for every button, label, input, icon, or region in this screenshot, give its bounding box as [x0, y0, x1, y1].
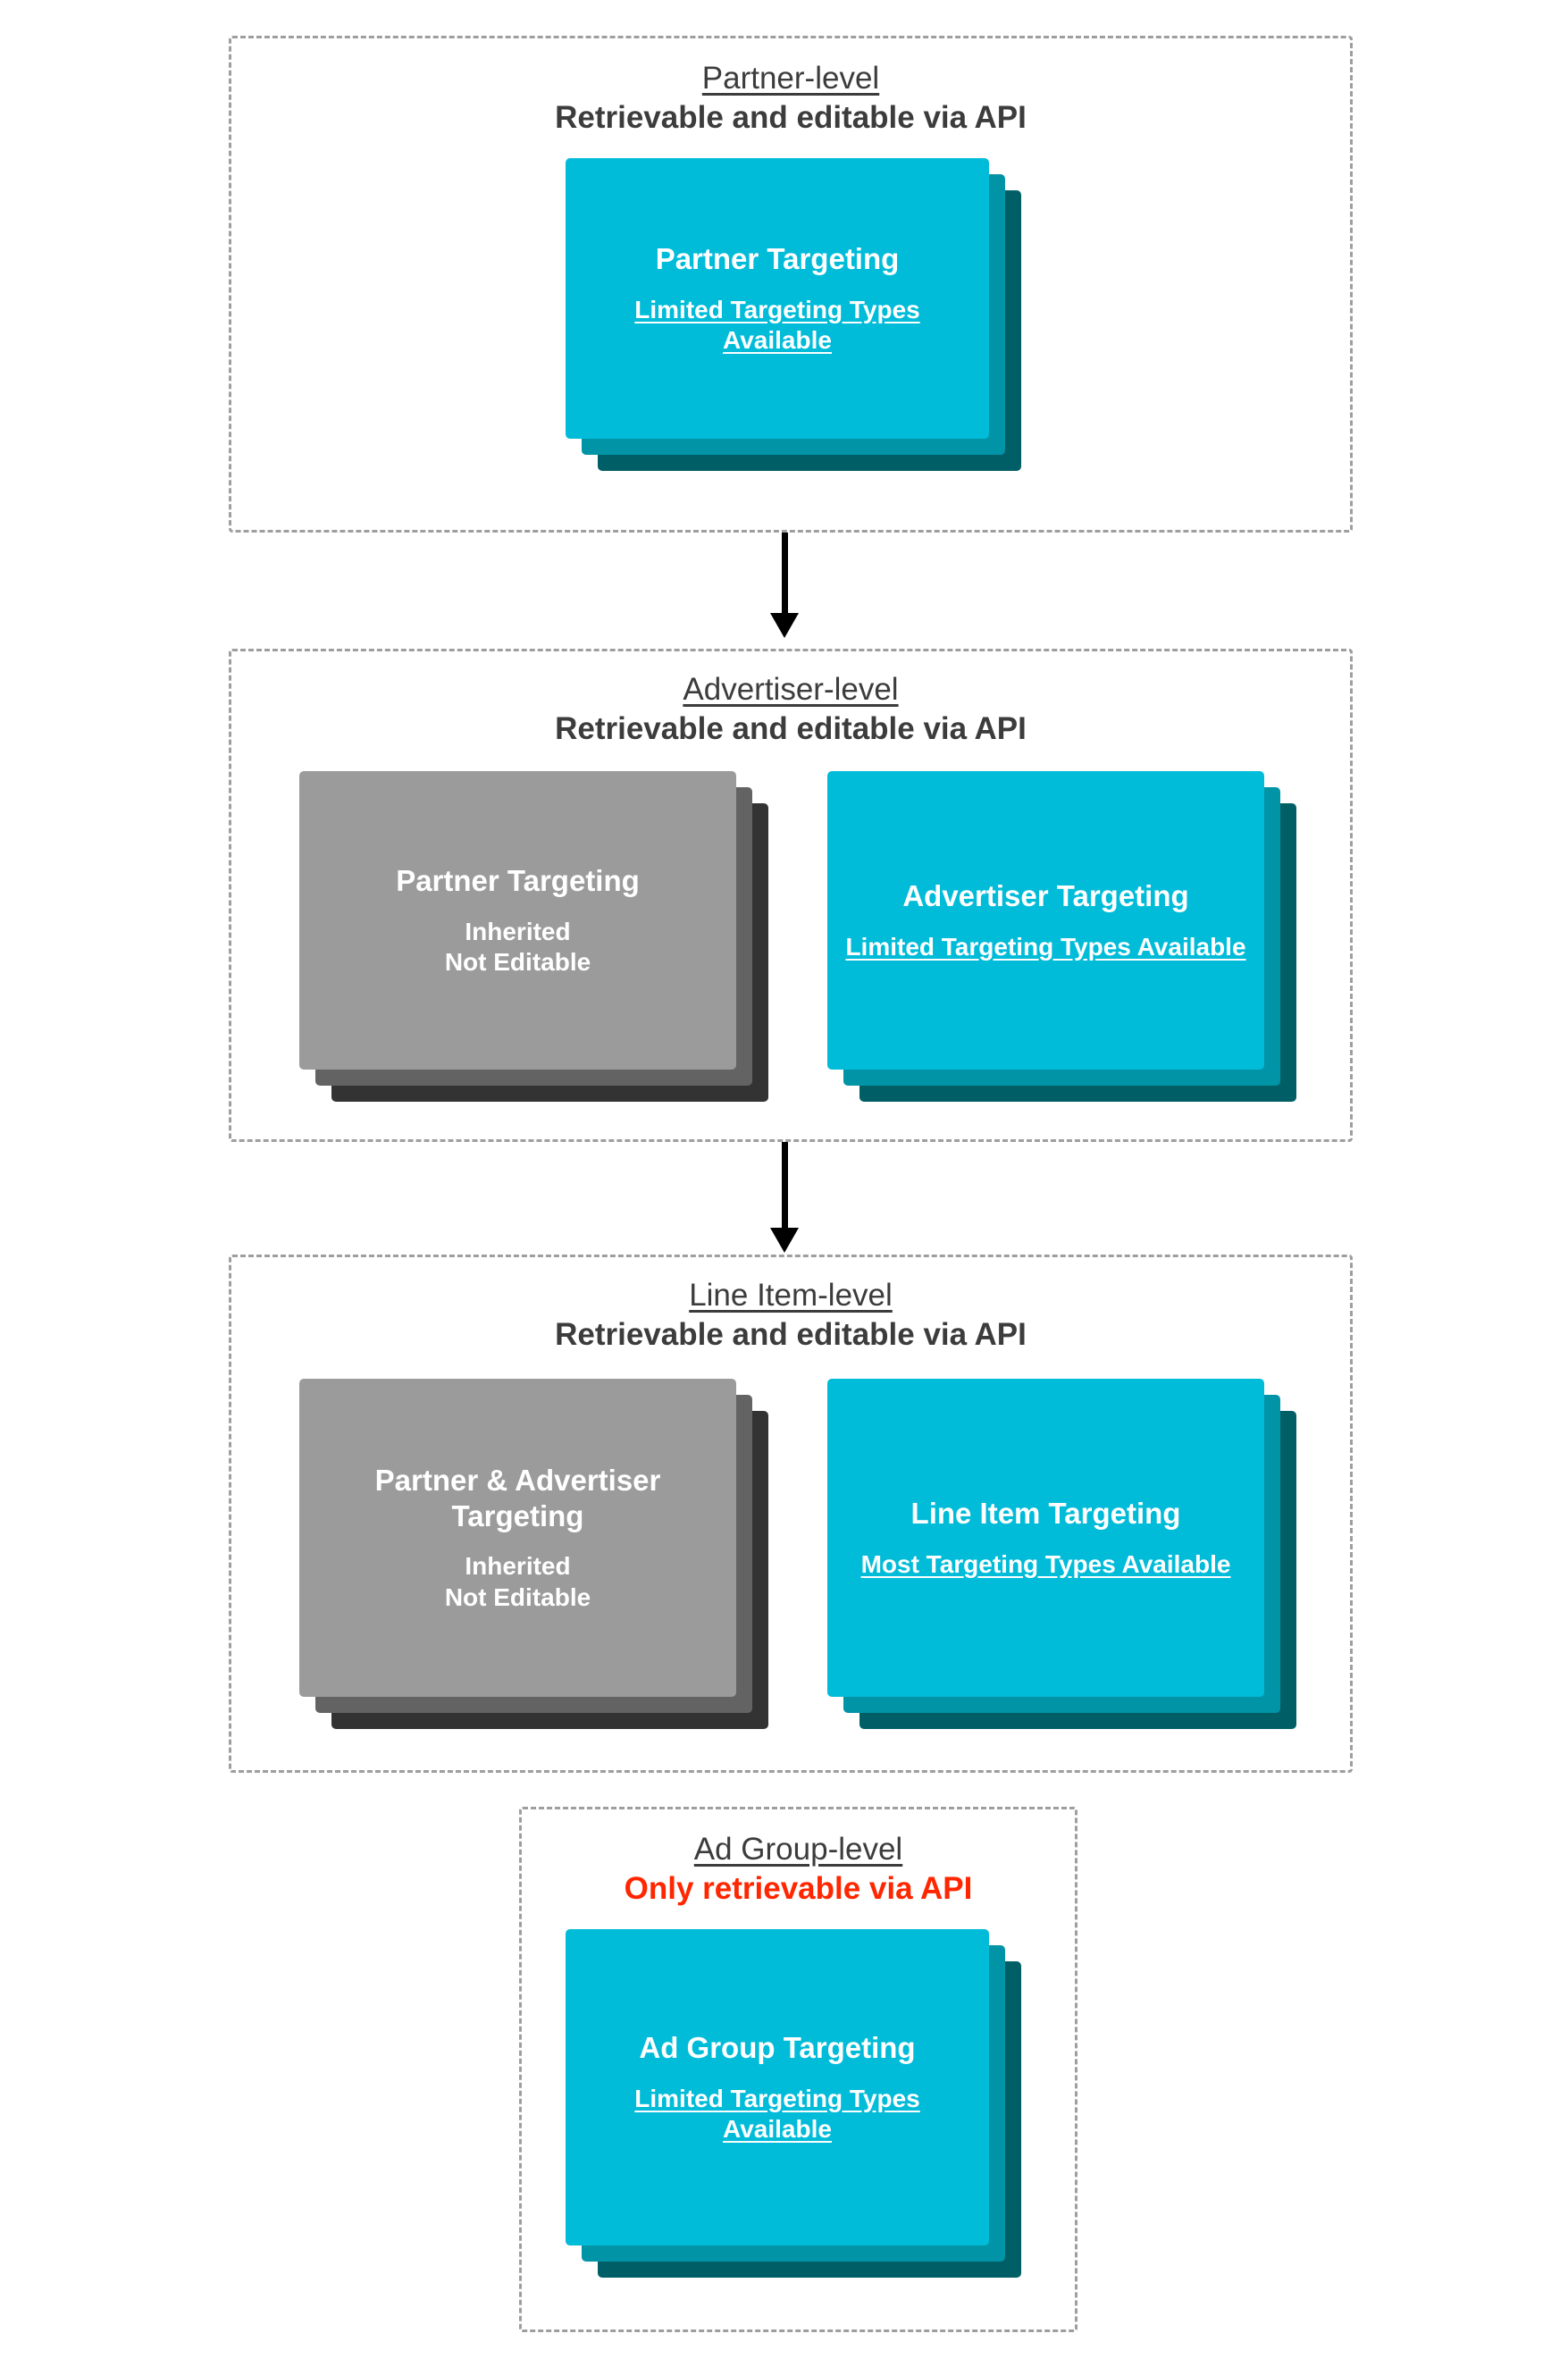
card-stack-inherited-partner-targeting[interactable]: Partner Targeting Inherited Not Editable [299, 771, 768, 1102]
card-body: Partner Targeting Limited Targeting Type… [566, 158, 989, 439]
card-stack-ad-group-targeting[interactable]: Ad Group Targeting Limited Targeting Typ… [566, 1929, 1021, 2278]
card-subtitle: Most Targeting Types Available [860, 1549, 1231, 1578]
card-layer-front[interactable]: Partner Targeting Limited Targeting Type… [566, 158, 989, 439]
level-box-ad-group: Ad Group-level Only retrievable via API … [519, 1807, 1077, 2332]
card-title: Ad Group Targeting [639, 2031, 916, 2065]
card-layer-front[interactable]: Ad Group Targeting Limited Targeting Typ… [566, 1929, 989, 2245]
card-subtitle: Inherited Not Editable [444, 1552, 591, 1611]
level-subtitle-partner: Retrievable and editable via API [555, 100, 1027, 136]
arrow-shaft [782, 1142, 788, 1230]
level-header-partner: Partner-level Retrievable and editable v… [231, 60, 1350, 137]
card-subtitle: Inherited Not Editable [444, 917, 591, 976]
card-body: Partner & Advertiser Targeting Inherited… [299, 1379, 736, 1697]
level-box-line-item: Line Item-level Retrievable and editable… [229, 1255, 1353, 1773]
card-title: Partner & Advertiser Targeting [374, 1464, 661, 1532]
level-title-line-item: Line Item-level [689, 1278, 893, 1313]
card-subtitle: Limited Targeting Types Available [634, 295, 920, 354]
card-layer-front[interactable]: Advertiser Targeting Limited Targeting T… [827, 771, 1264, 1070]
level-header-advertiser: Advertiser-level Retrievable and editabl… [231, 671, 1350, 748]
level-title-ad-group: Ad Group-level [693, 1832, 903, 1867]
level-box-partner: Partner-level Retrievable and editable v… [229, 36, 1353, 533]
card-title: Line Item Targeting [910, 1497, 1181, 1531]
level-box-advertiser: Advertiser-level Retrievable and editabl… [229, 649, 1353, 1142]
arrow-advertiser-to-line-item [770, 1142, 799, 1254]
level-subtitle-line-item: Retrievable and editable via API [555, 1317, 1027, 1353]
arrow-head-icon [770, 613, 799, 638]
card-stack-partner-targeting[interactable]: Partner Targeting Limited Targeting Type… [566, 158, 1021, 471]
card-title: Partner Targeting [396, 864, 640, 898]
card-body: Line Item Targeting Most Targeting Types… [827, 1379, 1264, 1697]
arrow-shaft [782, 533, 788, 615]
arrow-head-icon [770, 1228, 799, 1253]
level-header-ad-group: Ad Group-level Only retrievable via API [522, 1831, 1075, 1908]
card-body: Ad Group Targeting Limited Targeting Typ… [566, 1929, 989, 2245]
card-subtitle: Limited Targeting Types Available [845, 932, 1246, 961]
level-title-partner: Partner-level [701, 61, 880, 96]
card-subtitle: Limited Targeting Types Available [634, 2084, 920, 2143]
card-stack-line-item-targeting[interactable]: Line Item Targeting Most Targeting Types… [827, 1379, 1296, 1729]
card-layer-front[interactable]: Partner & Advertiser Targeting Inherited… [299, 1379, 736, 1697]
card-layer-front[interactable]: Line Item Targeting Most Targeting Types… [827, 1379, 1264, 1697]
arrow-partner-to-advertiser [770, 533, 799, 638]
level-subtitle-advertiser: Retrievable and editable via API [555, 711, 1027, 747]
level-header-line-item: Line Item-level Retrievable and editable… [231, 1277, 1350, 1354]
level-subtitle-ad-group: Only retrievable via API [624, 1871, 973, 1907]
card-body: Advertiser Targeting Limited Targeting T… [827, 771, 1264, 1070]
card-body: Partner Targeting Inherited Not Editable [299, 771, 736, 1070]
card-stack-inherited-partner-advertiser-targeting[interactable]: Partner & Advertiser Targeting Inherited… [299, 1379, 768, 1729]
card-title: Advertiser Targeting [902, 879, 1189, 913]
card-layer-front[interactable]: Partner Targeting Inherited Not Editable [299, 771, 736, 1070]
card-title: Partner Targeting [655, 242, 900, 276]
card-stack-advertiser-targeting[interactable]: Advertiser Targeting Limited Targeting T… [827, 771, 1296, 1102]
level-title-advertiser: Advertiser-level [683, 672, 899, 707]
